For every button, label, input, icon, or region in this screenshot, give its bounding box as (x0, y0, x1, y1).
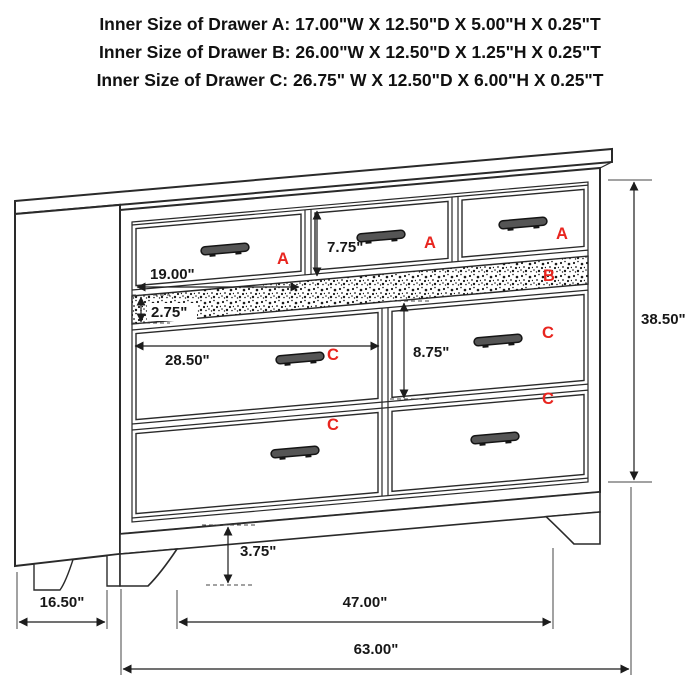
drawer-size-note-a: Inner Size of Drawer A: 17.00"W X 12.50"… (99, 14, 601, 34)
dim-label: 3.75" (240, 543, 276, 560)
back-left-leg (33, 558, 74, 591)
drawer-c-left-bottom (135, 411, 379, 515)
top-overhang-edge (599, 161, 613, 169)
drawer-letters: A A A B C C C C (277, 225, 568, 434)
dim-label: 7.75" (327, 239, 363, 256)
dim-label: 16.50" (40, 594, 85, 611)
drawer-size-notes: Inner Size of Drawer A: 17.00"W X 12.50"… (0, 10, 700, 94)
dim-label: 38.50" (641, 311, 686, 328)
side-panel (14, 203, 121, 568)
dim-label: 19.00" (150, 266, 195, 283)
dim-label: 47.00" (343, 594, 388, 611)
dim-base-height: 3.75" (202, 524, 276, 586)
drawer-size-note-c: Inner Size of Drawer C: 26.75" W X 12.50… (96, 70, 604, 90)
drawer-letter-a: A (556, 225, 568, 243)
drawer-letter-a: A (424, 234, 436, 252)
dim-label: 8.75" (413, 344, 449, 361)
dim-drawer-a-height: 7.75" (312, 210, 363, 277)
dim-label: 63.00" (354, 641, 399, 658)
dim-side-depth: 16.50" (16, 572, 108, 629)
drawer-letter-c: C (327, 416, 339, 434)
dim-label: 28.50" (165, 352, 210, 369)
dim-drawer-a-width: 19.00" (136, 266, 300, 292)
front-left-leg (119, 548, 179, 587)
dim-drawer-b-height: 2.75" (132, 294, 197, 324)
face-inner-frame (131, 181, 589, 523)
sparkle-texture (132, 256, 588, 324)
drawer-letter-c: C (542, 390, 554, 408)
drawer-c-left-top (135, 311, 379, 421)
label-backing (147, 303, 197, 321)
drawer-letter-c: C (542, 324, 554, 342)
drawer-letter-c: C (327, 346, 339, 364)
dim-label: 2.75" (151, 304, 187, 321)
dim-drawer-c-width: 28.50" (134, 341, 380, 369)
front-right-leg (544, 511, 601, 545)
drawer-letter-a: A (277, 250, 289, 268)
dim-drawer-c-height: 8.75" (390, 300, 449, 400)
dim-overall-width: 63.00" (120, 487, 632, 675)
drawer-size-note-b: Inner Size of Drawer B: 26.00"W X 12.50"… (99, 42, 601, 62)
front-left-leg-side (106, 553, 121, 587)
dim-leg-span: 47.00" (176, 548, 554, 629)
dim-overall-height: 38.50" (608, 179, 686, 483)
drawer-letter-b: B (543, 267, 555, 285)
